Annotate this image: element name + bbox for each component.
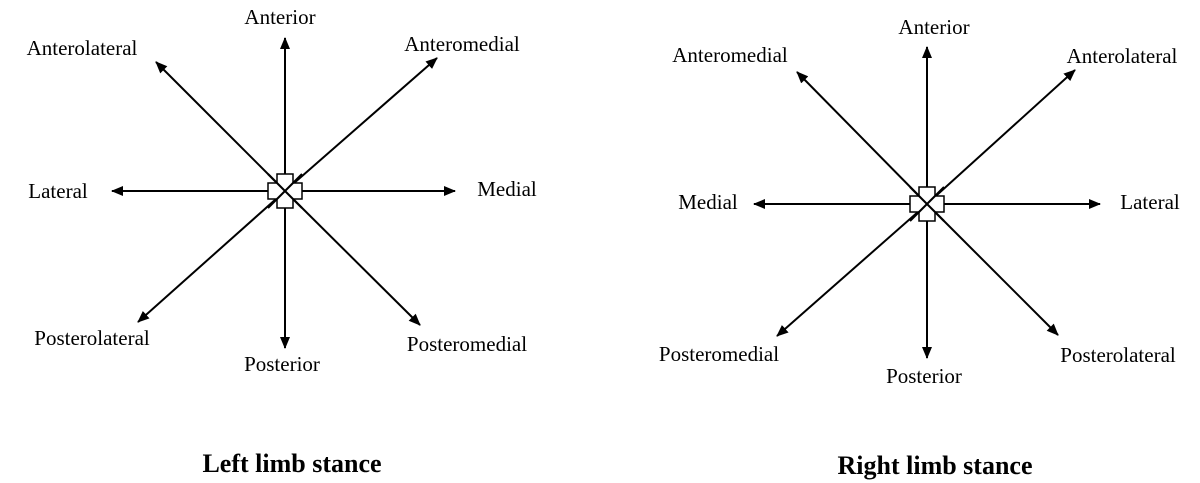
label-lateral: Lateral [1120,190,1180,214]
label-anterolateral: Anterolateral [27,36,138,60]
label-lateral: Lateral [28,179,88,203]
label-posterolateral: Posterolateral [34,326,150,350]
arrow-anteromedial [284,57,438,192]
arrow-anteromedial [796,71,928,205]
label-medial: Medial [477,177,537,201]
right-limb-diagram: Anterior Anterolateral Lateral Posterola… [659,15,1180,480]
label-posterolateral: Posterolateral [1060,343,1176,367]
arrow-posterolateral [926,203,1059,336]
caption-right-limb: Right limb stance [838,451,1033,480]
arrow-posterolateral [137,190,286,323]
label-anterior: Anterior [244,5,315,29]
center-diagonal-2 [909,186,945,222]
label-medial: Medial [678,190,738,214]
arrow-anterolateral [155,61,286,192]
label-posteromedial: Posteromedial [407,332,527,356]
label-anterolateral: Anterolateral [1067,44,1178,68]
label-anteromedial: Anteromedial [404,32,520,56]
label-posterior: Posterior [886,364,962,388]
label-posteromedial: Posteromedial [659,342,779,366]
center-diagonal-2 [267,173,303,209]
arrow-posteromedial [776,203,928,337]
label-anterior: Anterior [898,15,969,39]
left-limb-diagram: Anterior Anteromedial Medial Posteromedi… [27,5,537,478]
arrow-posteromedial [284,190,421,326]
label-anteromedial: Anteromedial [672,43,788,67]
label-posterior: Posterior [244,352,320,376]
arrow-anterolateral [926,69,1076,205]
caption-left-limb: Left limb stance [202,449,381,478]
